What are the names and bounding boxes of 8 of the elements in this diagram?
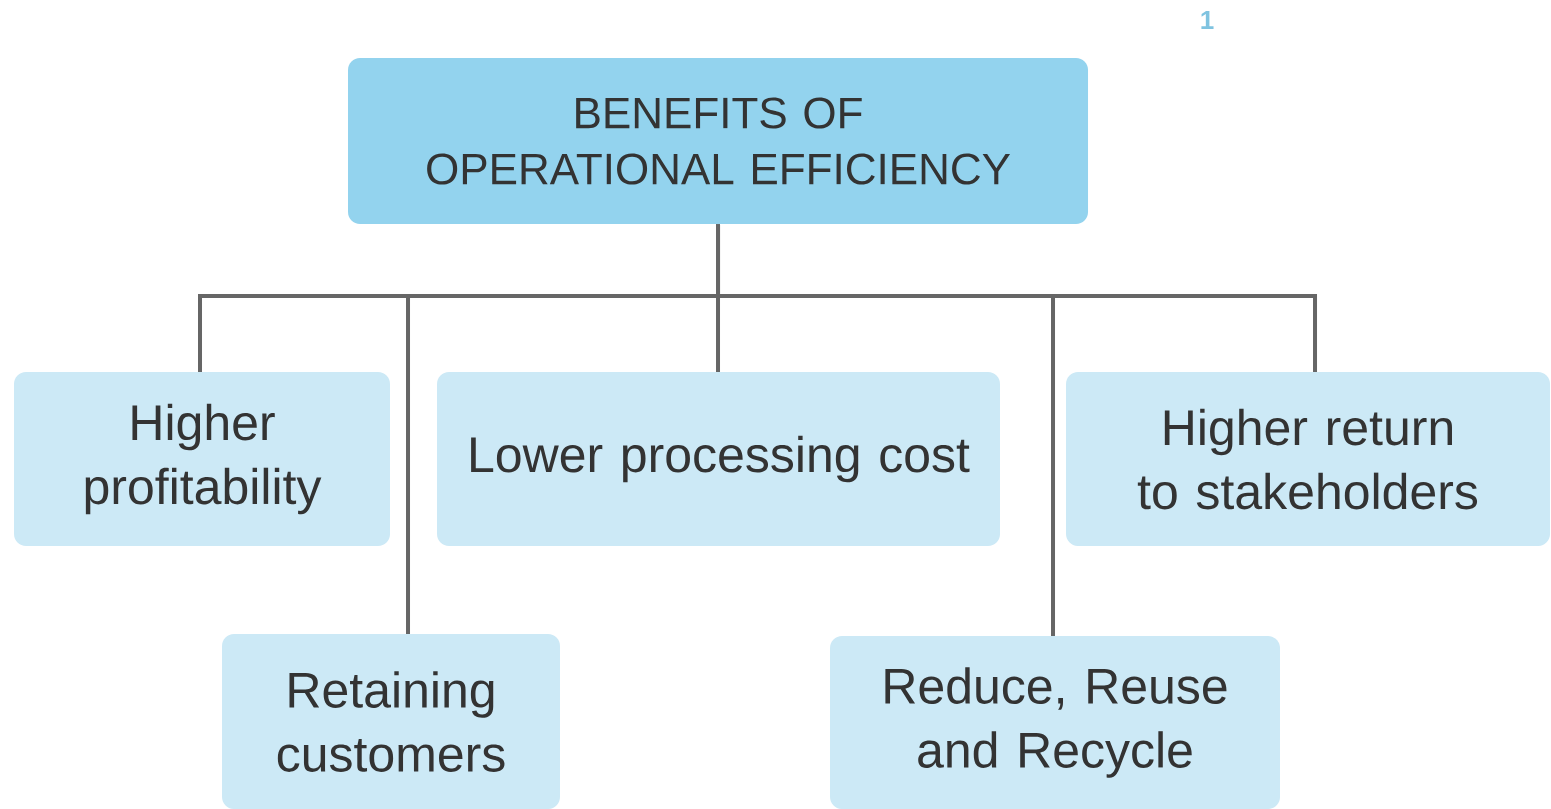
benefit-box: Lower processing cost: [437, 372, 1000, 546]
benefit-box: Higher return to stakeholders: [1066, 372, 1550, 546]
benefit-box: Higher profitability: [14, 372, 390, 546]
benefit-box: Retaining customers: [222, 634, 560, 809]
connector-line: [716, 224, 1317, 372]
page-number: 1: [1201, 11, 1214, 29]
title-box: BENEFITS OF OPERATIONAL EFFICIENCY: [348, 58, 1088, 224]
benefit-box: Reduce, Reuse and Recycle: [830, 636, 1280, 809]
